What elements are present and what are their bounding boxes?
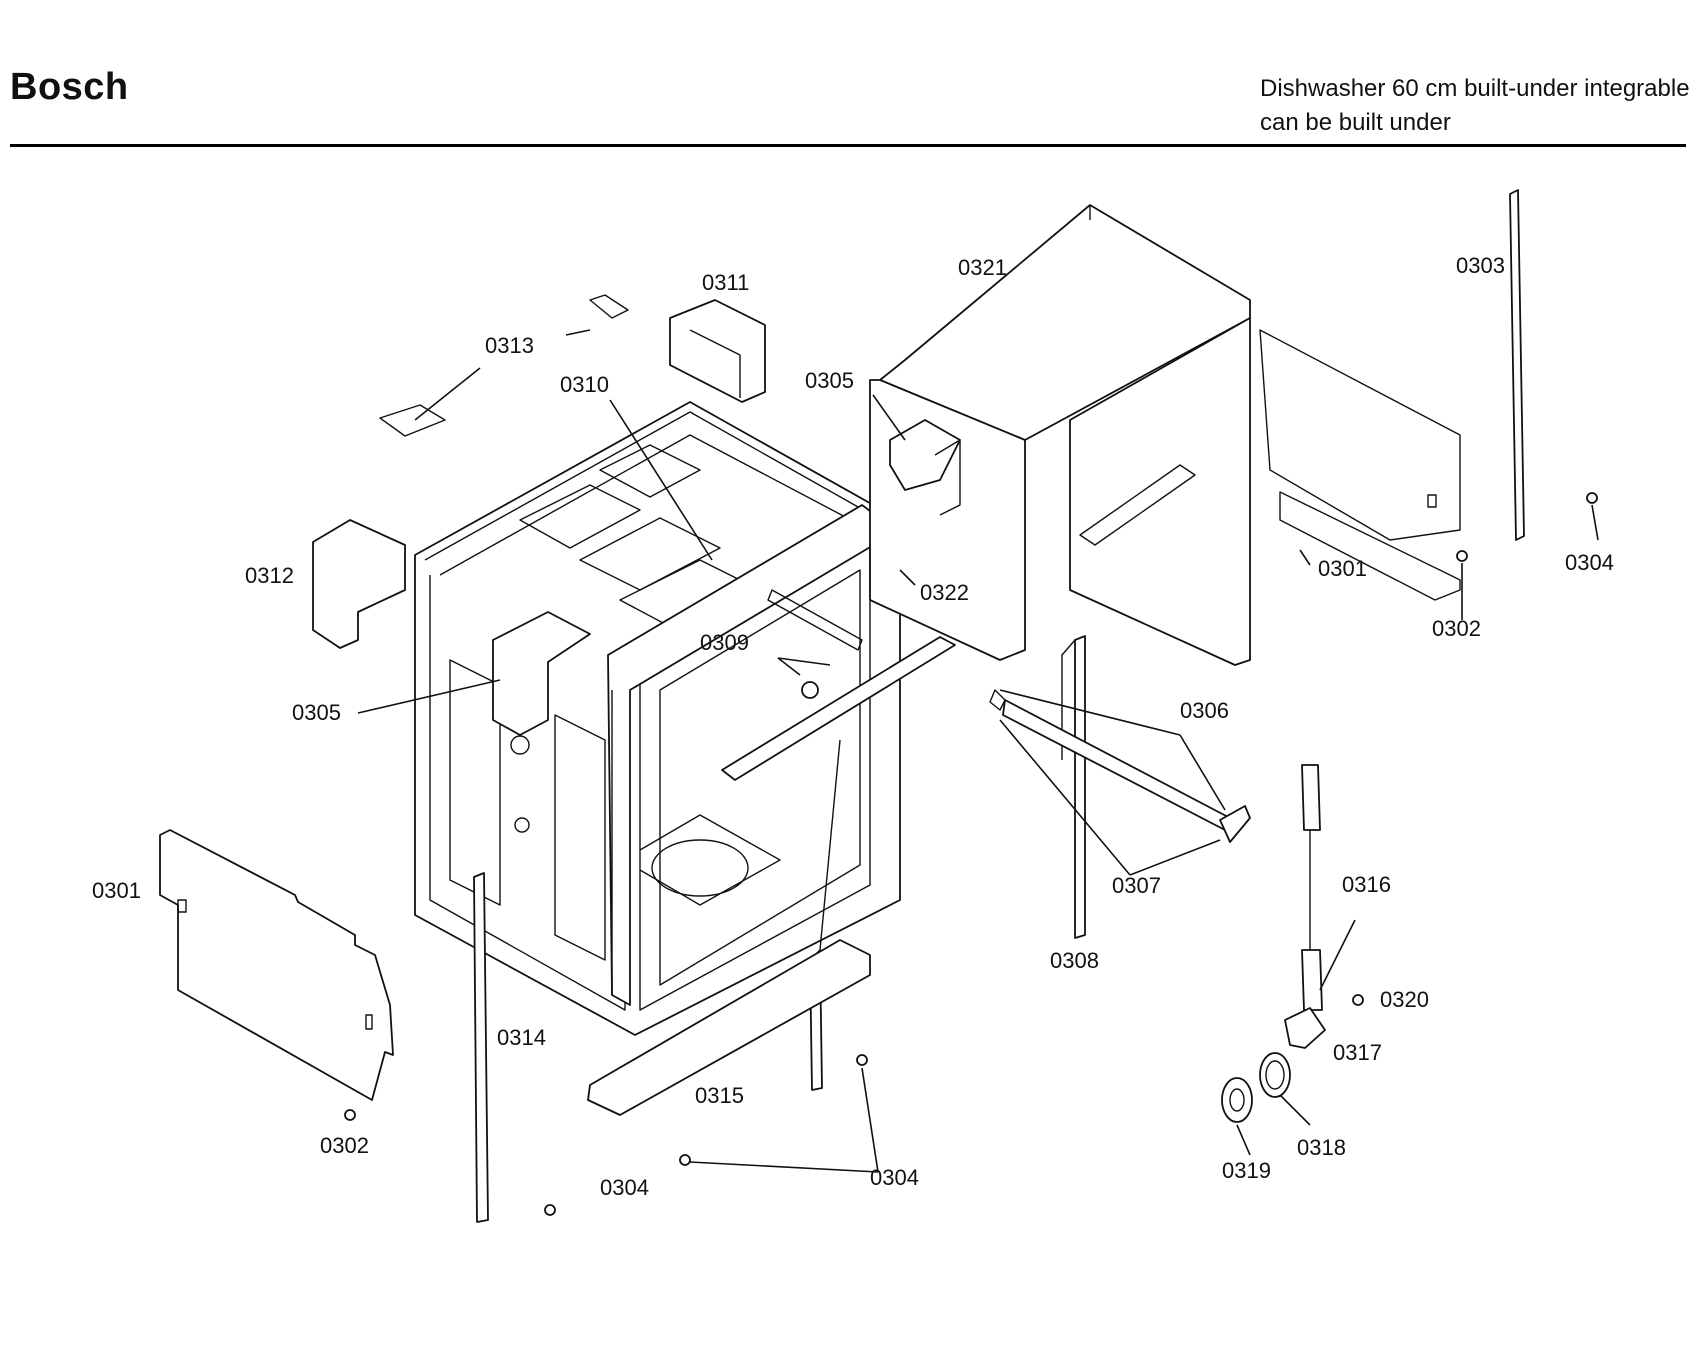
- label-0317: 0317: [1333, 1040, 1382, 1065]
- brand-name: Bosch: [10, 66, 129, 108]
- subtitle-line-2: can be built under: [1260, 109, 1451, 136]
- label-0313: 0313: [485, 333, 534, 358]
- edge-strips: [473, 189, 1525, 1223]
- label-0310: 0310: [560, 372, 609, 397]
- label-0314: 0314: [497, 1025, 546, 1050]
- dishwasher-tub: [414, 401, 901, 1036]
- water-inlet-parts: [1221, 764, 1364, 1123]
- label-0321: 0321: [958, 255, 1007, 280]
- side-panel-right: [1279, 491, 1461, 601]
- label-0301-left: 0301: [92, 878, 141, 903]
- label-0305-top: 0305: [805, 368, 854, 393]
- side-panel-left: [159, 829, 394, 1101]
- label-0316: 0316: [1342, 872, 1391, 897]
- label-0322: 0322: [920, 580, 969, 605]
- label-0302-left: 0302: [320, 1133, 369, 1158]
- screws: [344, 492, 1598, 1216]
- label-0311: 0311: [702, 270, 749, 295]
- label-0305-left: 0305: [292, 700, 341, 725]
- diagram-subtitle: Dishwasher 60 cm built-under integrable …: [1260, 72, 1690, 140]
- label-0304-bottom-left: 0304: [600, 1175, 649, 1200]
- label-0318: 0318: [1297, 1135, 1346, 1160]
- label-0302-right: 0302: [1432, 616, 1481, 641]
- label-0319: 0319: [1222, 1158, 1271, 1183]
- label-0307: 0307: [1112, 873, 1161, 898]
- label-0304-right: 0304: [1565, 550, 1614, 575]
- callout-labels: 0311 0313 0310 0321 0305 0303 0312 0322 …: [92, 253, 1614, 1200]
- label-0304-bottom-mid: 0304: [870, 1165, 919, 1190]
- top-brackets: [312, 294, 766, 649]
- header-divider: [10, 144, 1686, 147]
- rear-panel: [869, 204, 1461, 666]
- label-0308: 0308: [1050, 948, 1099, 973]
- label-0312: 0312: [245, 563, 294, 588]
- base-trim: [587, 939, 871, 1116]
- subtitle-line-1: Dishwasher 60 cm built-under integrable: [1260, 75, 1690, 102]
- leader-lines: [357, 329, 1599, 1173]
- label-0315: 0315: [695, 1083, 744, 1108]
- hinge-rails: [721, 589, 1251, 843]
- label-0309: 0309: [700, 630, 749, 655]
- label-0303: 0303: [1456, 253, 1505, 278]
- label-0306: 0306: [1180, 698, 1229, 723]
- label-0320: 0320: [1380, 987, 1429, 1012]
- label-0301-right: 0301: [1318, 556, 1367, 581]
